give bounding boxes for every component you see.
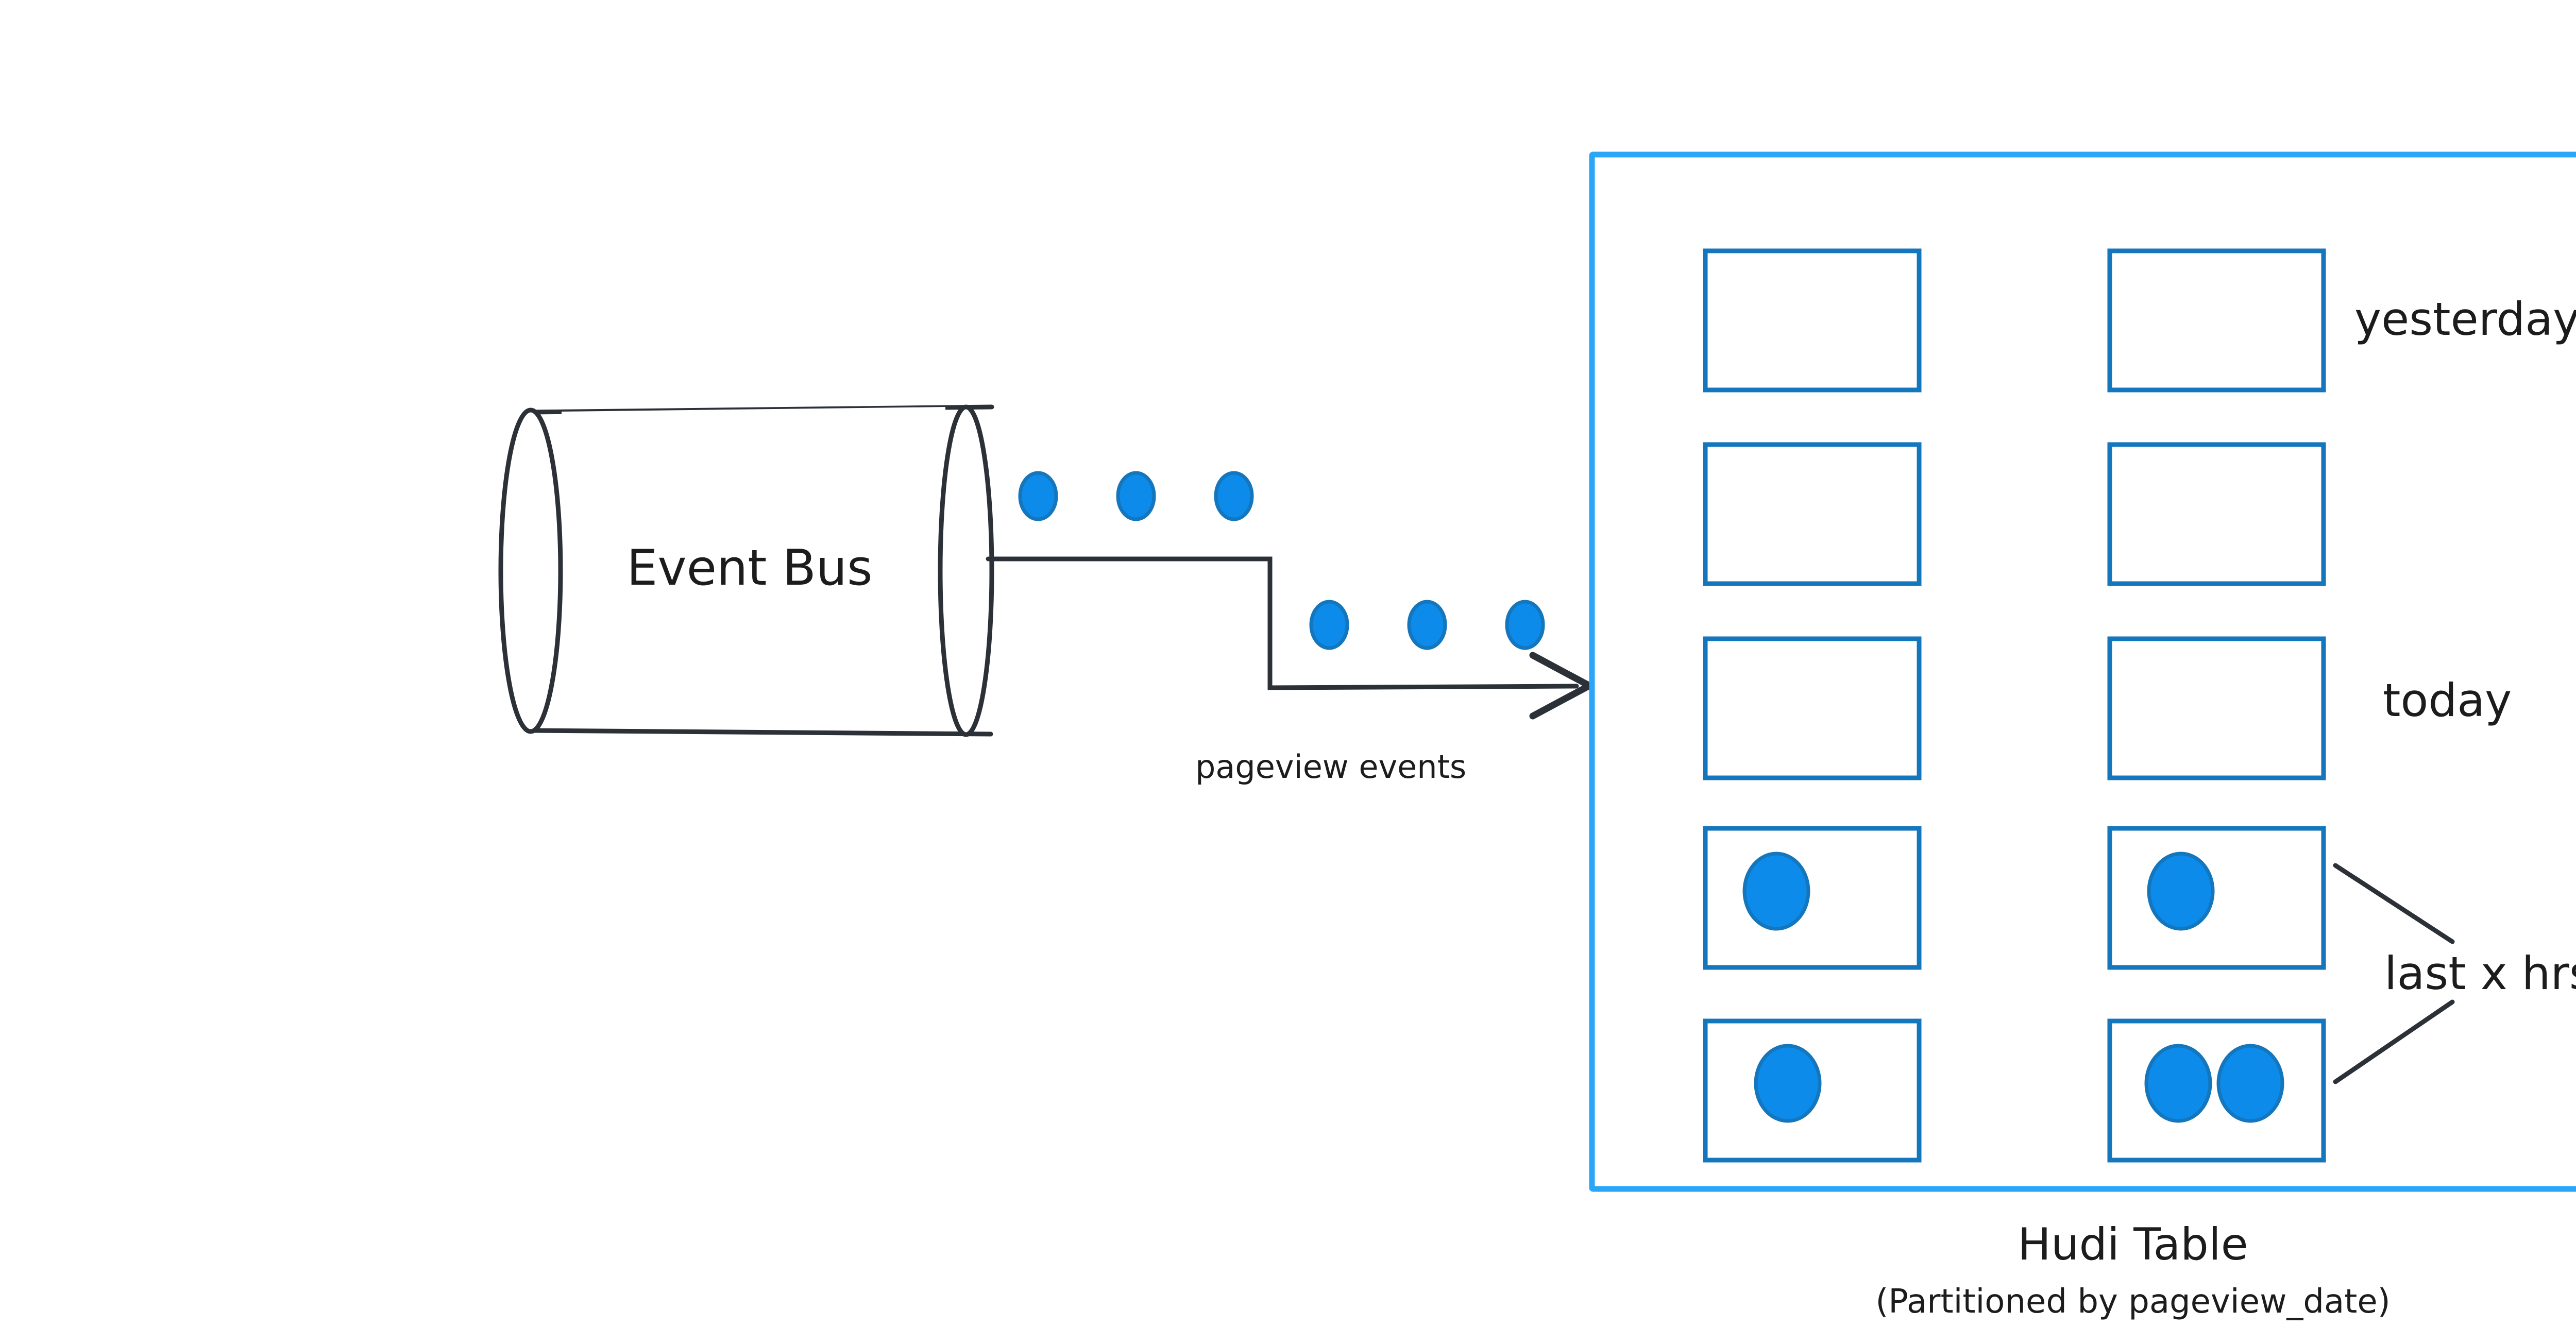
event-bus-label: Event Bus	[626, 540, 872, 597]
partition-file-box[interactable]	[2107, 636, 2326, 780]
cylinder-left-cap	[498, 407, 563, 734]
leader-line-upper	[2333, 863, 2455, 944]
pageview-event-dot	[1407, 600, 1447, 650]
pageview-event-dot	[1754, 1044, 1822, 1123]
stream-group-upper	[1018, 471, 1254, 521]
hudi-table-title: Hudi Table	[2018, 1219, 2248, 1270]
pageview-flow-arrow	[986, 556, 1593, 720]
stream-group-lower	[1309, 600, 1545, 650]
pageview-event-dot	[2216, 1044, 2284, 1123]
partition-file-box[interactable]	[1703, 636, 1922, 780]
partition-file-box[interactable]	[1703, 442, 1922, 586]
cylinder-bottom-edge	[528, 728, 993, 737]
flow-arrow-label: pageview events	[1195, 748, 1466, 786]
flow-step-path	[986, 556, 1579, 690]
pageview-event-dot	[1505, 600, 1545, 650]
partition-file-box[interactable]	[1703, 248, 1922, 393]
event-bus-cylinder[interactable]: Event Bus	[498, 404, 994, 737]
pageview-event-dot	[1742, 852, 1810, 931]
partition-file-box[interactable]	[1703, 826, 1922, 970]
pageview-event-dot	[2144, 1044, 2212, 1123]
pageview-event-dot	[2147, 852, 2215, 931]
partition-file-box[interactable]	[2107, 248, 2326, 393]
partition-file-box[interactable]	[2107, 826, 2326, 970]
label-yesterday: yesterday	[2354, 293, 2576, 346]
partition-file-box[interactable]	[2107, 442, 2326, 586]
leader-line-lower	[2333, 999, 2455, 1084]
partition-file-box[interactable]	[2107, 1018, 2326, 1163]
pageview-event-dot	[1214, 471, 1254, 521]
pageview-event-dot	[1309, 600, 1349, 650]
label-today: today	[2383, 674, 2512, 727]
cylinder-right-cap	[938, 404, 994, 737]
hudi-table-caption: (Partitioned by pageview_date)	[1875, 1283, 2390, 1321]
pageview-event-dot	[1018, 471, 1058, 521]
pageview-event-dot	[1116, 471, 1156, 521]
label-last-x-hrs: last x hrs	[2384, 947, 2576, 1000]
cylinder-seam-mask	[561, 407, 946, 415]
